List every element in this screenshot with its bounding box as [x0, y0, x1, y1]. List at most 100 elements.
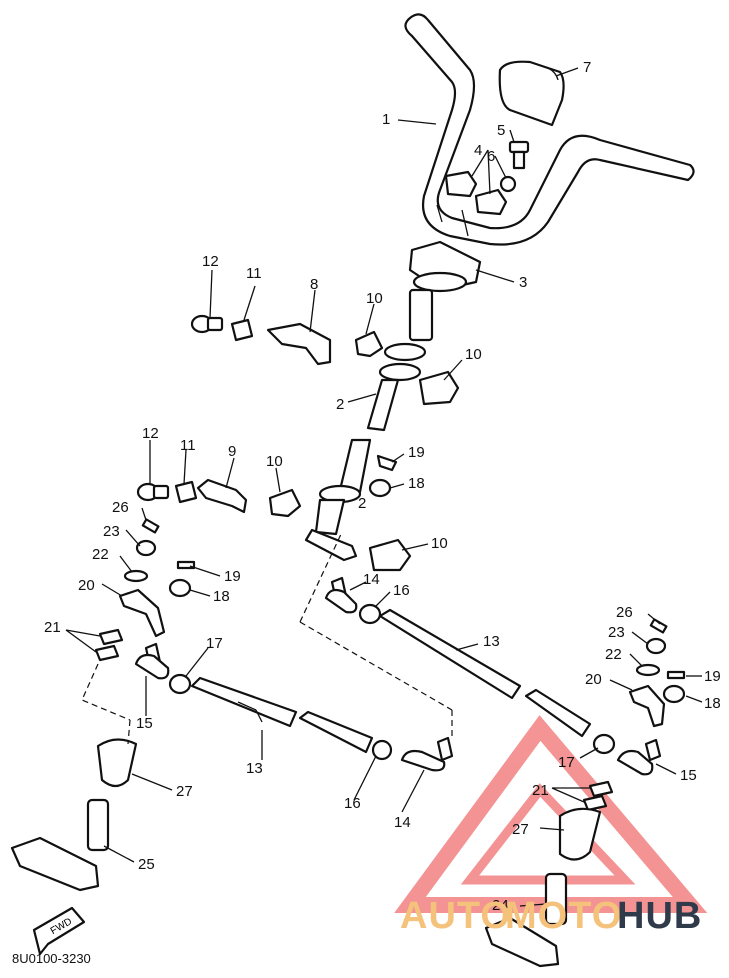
nut-right-17 [592, 733, 616, 755]
callout-3: 3 [519, 274, 527, 291]
steering-shaft-lower [304, 438, 372, 562]
collar-right-lower [368, 538, 412, 572]
tie-rod-end-14-left [400, 736, 454, 772]
callout-20-right: 20 [585, 671, 602, 688]
tie-rod-end-mid [324, 576, 358, 614]
callout-8: 8 [310, 276, 318, 293]
callout-18-mid: 18 [408, 475, 425, 492]
clip-right-21a [588, 780, 614, 798]
callout-17-right: 17 [558, 754, 575, 771]
nut-mid [368, 478, 392, 498]
callout-10-d: 10 [431, 535, 448, 552]
callout-27-left: 27 [176, 783, 193, 800]
collar-right-upper [418, 370, 460, 406]
nut-right-23 [645, 637, 667, 655]
callout-20-left: 20 [78, 577, 95, 594]
watermark-hub: HUB [617, 895, 702, 937]
callout-11-lower: 11 [180, 437, 196, 454]
nut-16-mid [358, 603, 382, 625]
callout-15-left: 15 [136, 715, 153, 732]
handlebar-holder-left [444, 170, 478, 198]
handlebar [404, 13, 695, 246]
cotter-pin-mid [376, 454, 398, 472]
callout-27-right: 27 [512, 821, 529, 838]
bolt-lower [136, 482, 170, 502]
callout-24: 24 [492, 897, 509, 914]
collar-left-upper [354, 330, 384, 358]
callout-7: 7 [583, 59, 591, 76]
steering-shaft-upper [366, 288, 434, 432]
callout-9: 9 [228, 443, 236, 460]
callout-5: 5 [497, 122, 505, 139]
collar-left-lower [268, 488, 302, 518]
nut-right-18 [662, 684, 686, 704]
arm-left-20 [118, 588, 166, 638]
callout-10-c: 10 [266, 453, 283, 470]
diagram-code: 8U0100-3230 [12, 951, 91, 966]
bolt-upper [190, 314, 224, 334]
callout-19-right: 19 [704, 668, 721, 685]
clip-right-21b [582, 794, 608, 812]
callout-2-upper: 2 [336, 396, 344, 413]
handlebar-holder-right [474, 188, 508, 216]
boot-right [558, 807, 602, 861]
callout-12-lower: 12 [142, 425, 159, 442]
callout-18-left: 18 [213, 588, 230, 605]
callout-19-left: 19 [224, 568, 241, 585]
callout-23-left: 23 [103, 523, 120, 540]
nut-17-left [168, 673, 192, 695]
clip-left-21a [98, 628, 124, 646]
callout-18-right: 18 [704, 695, 721, 712]
callout-10-a: 10 [366, 290, 383, 307]
boot-left [96, 738, 138, 788]
callout-25: 25 [138, 856, 155, 873]
callout-21-right: 21 [532, 782, 549, 799]
clip-upper [230, 318, 254, 342]
knuckle-right [484, 872, 568, 968]
callout-26-right: 26 [616, 604, 633, 621]
grease-nipple-right [649, 618, 668, 634]
tie-rod-left [190, 676, 298, 728]
handlebar-pad [498, 60, 565, 127]
knuckle-left [10, 798, 110, 892]
callout-11-upper: 11 [246, 265, 262, 282]
callout-1: 1 [382, 111, 390, 128]
nut-16-left [371, 739, 393, 761]
clip-left-21b [94, 644, 120, 662]
nut-left-23 [135, 539, 157, 557]
washer-left-22 [123, 569, 149, 583]
tie-rod-left-lower [298, 710, 374, 754]
clip-lower [174, 480, 198, 504]
bolt [499, 140, 530, 193]
callout-12-upper: 12 [202, 253, 219, 270]
tie-rod-end-right [616, 738, 662, 776]
tie-rod-right [378, 608, 522, 700]
watermark-auto: AUTO [400, 895, 511, 937]
tie-rod-right-lower [524, 688, 592, 738]
callout-10-b: 10 [465, 346, 482, 363]
callout-16-left: 16 [344, 795, 361, 812]
callout-13-right: 13 [483, 633, 500, 650]
callout-14-left: 14 [394, 814, 411, 831]
callout-19-mid: 19 [408, 444, 425, 461]
bracket [266, 322, 332, 366]
watermark-moto: MOTO [505, 895, 622, 937]
tie-rod-end-left [134, 642, 170, 680]
fwd-arrow-icon: FWD [32, 906, 86, 956]
callout-16-mid: 16 [393, 582, 410, 599]
arm-right-20 [628, 684, 666, 728]
callout-17-left: 17 [206, 635, 223, 652]
watermark-logo: AUTO MOTO HUB [400, 895, 702, 937]
callout-13-left: 13 [246, 760, 263, 777]
callout-21-left: 21 [44, 619, 61, 636]
grease-nipple-left [141, 518, 160, 534]
callout-26-left: 26 [112, 499, 129, 516]
callout-22-right: 22 [605, 646, 622, 663]
callout-23-right: 23 [608, 624, 625, 641]
callout-2-lower: 2 [358, 495, 366, 512]
callout-6: 6 [487, 148, 495, 165]
callout-14-mid: 14 [363, 571, 380, 588]
bracket-lower [196, 478, 248, 514]
callout-4: 4 [474, 142, 482, 159]
